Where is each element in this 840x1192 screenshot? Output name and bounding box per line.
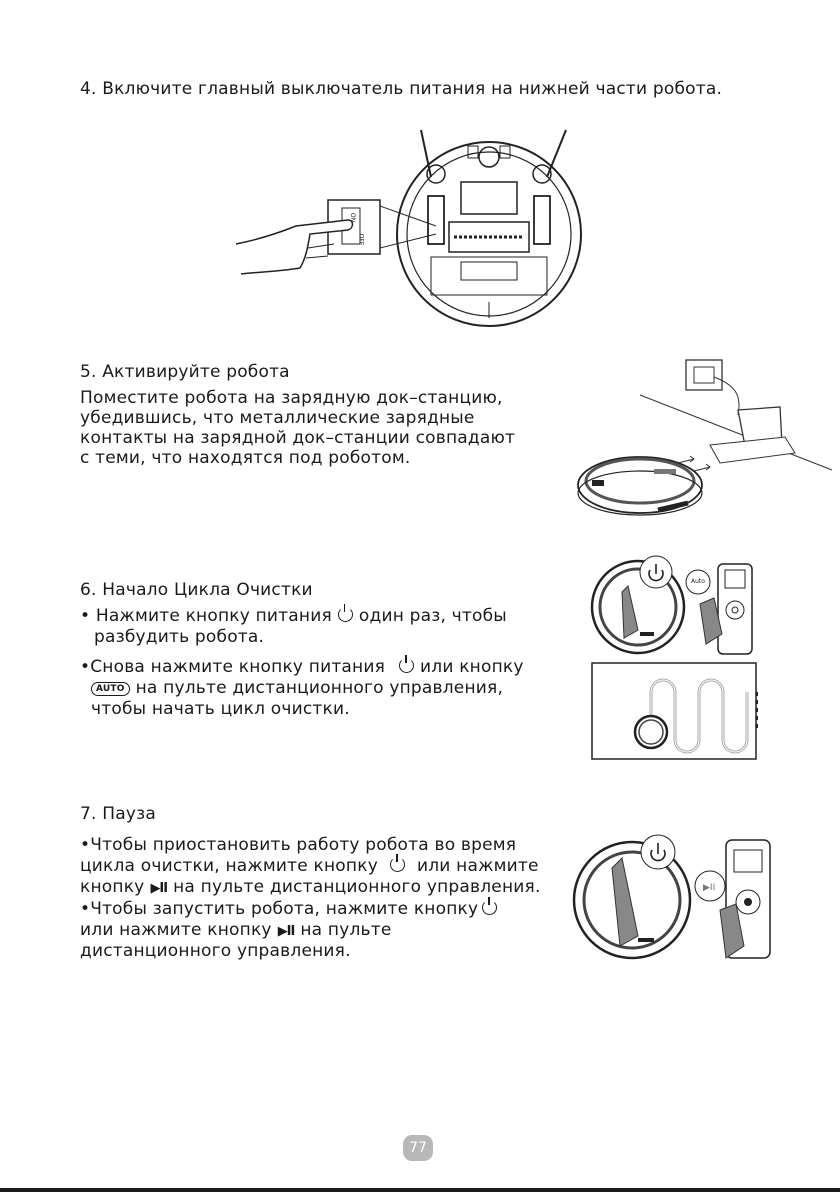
step7-line-1: •Чтобы приостановить работу робота во вр… [80, 835, 517, 855]
bottom-rule [0, 1188, 840, 1192]
dock-illustration [577, 359, 833, 516]
step7-line-5: или нажмите кнопку ▶II на пульте [80, 919, 392, 943]
step6-bullet2-b: или кнопку [420, 657, 524, 677]
step7-line2-b: или нажмите [416, 856, 539, 876]
step7-line4-a: •Чтобы запустить робота, нажмите кнопку [80, 899, 479, 919]
step7-line5-b: на пульте [300, 920, 392, 940]
step4-heading: 4. Включите главный выключатель питания … [80, 79, 723, 99]
step7-line-4: •Чтобы запустить робота, нажмите кнопку [80, 897, 503, 920]
step6-bullet1-a: • Нажмите кнопку питания [80, 606, 332, 626]
step6-heading: 6. Начало Цикла Очистки [80, 580, 313, 600]
power-icon [648, 564, 664, 582]
hand-icon [235, 219, 354, 275]
power-icon [482, 897, 498, 915]
step7-line-2: цикла очистки, нажмите кнопку или нажмите [80, 854, 539, 877]
play-pause-icon: ▶II [150, 881, 168, 896]
power-icon [399, 655, 415, 673]
step7-robot-remote-illustration: ▶II [572, 834, 771, 960]
step7-line-3: кнопку ▶II на пульте дистанционного управл… [80, 876, 541, 900]
play-pause-icon: ▶II [277, 924, 296, 939]
step5-line-3: контакты на зарядной док–станции совпада… [80, 428, 516, 448]
step6-bullet2-d: чтобы начать цикл очистки. [91, 699, 350, 719]
step7-line3-a: кнопку [80, 877, 145, 897]
step6-bullet2-c: на пульте дистанционного управления, [135, 678, 504, 698]
step6-bullet2: •Снова нажмите кнопку питания или кнопку [80, 655, 524, 678]
step5-line-4: с теми, что находятся под роботом. [80, 448, 411, 468]
step6-bullet2-line2: AUTO на пульте дистанционного управления, [91, 677, 503, 699]
step6-robot-remote-illustration [590, 555, 753, 655]
step6-bullet2-a: •Снова нажмите кнопку питания [80, 657, 386, 677]
remote-icon [717, 563, 753, 655]
step6-bullet1: • Нажмите кнопку питания один раз, чтобы [80, 604, 507, 627]
step7-line-6: дистанционного управления. [80, 941, 351, 961]
step5-heading: 5. Активируйте робота [80, 362, 290, 382]
page-number: 77 [403, 1135, 433, 1161]
switch-on-label: ON [349, 212, 357, 223]
power-icon [389, 854, 405, 872]
switch-off-label: OFF [357, 233, 365, 246]
power-icon [650, 843, 666, 862]
hand-icon [611, 856, 639, 947]
play-pause-icon: ▶II [703, 883, 715, 893]
robot-icon [577, 456, 703, 516]
robot-underside-illustration [235, 129, 582, 327]
step5-line-1: Поместите робота на зарядную док–станцию… [80, 388, 503, 408]
step6-bullet1-b: один раз, чтобы [358, 606, 507, 626]
hand-icon [621, 585, 639, 639]
step7-line5-a: или нажмите кнопку [80, 920, 272, 940]
cleaning-path-illustration [591, 662, 758, 760]
step7-line2-a: цикла очистки, нажмите кнопку [80, 856, 378, 876]
step5-line-2: убедившись, что металлические зарядные [80, 408, 475, 428]
step7-heading: 7. Пауза [80, 804, 156, 824]
remote-auto-label: Auto [691, 578, 705, 585]
step7-line3-b: на пульте дистанционного управления. [173, 877, 541, 897]
power-icon [337, 604, 353, 622]
auto-button-icon: AUTO [91, 682, 130, 696]
step6-bullet1-c: разбудить робота. [94, 627, 265, 647]
